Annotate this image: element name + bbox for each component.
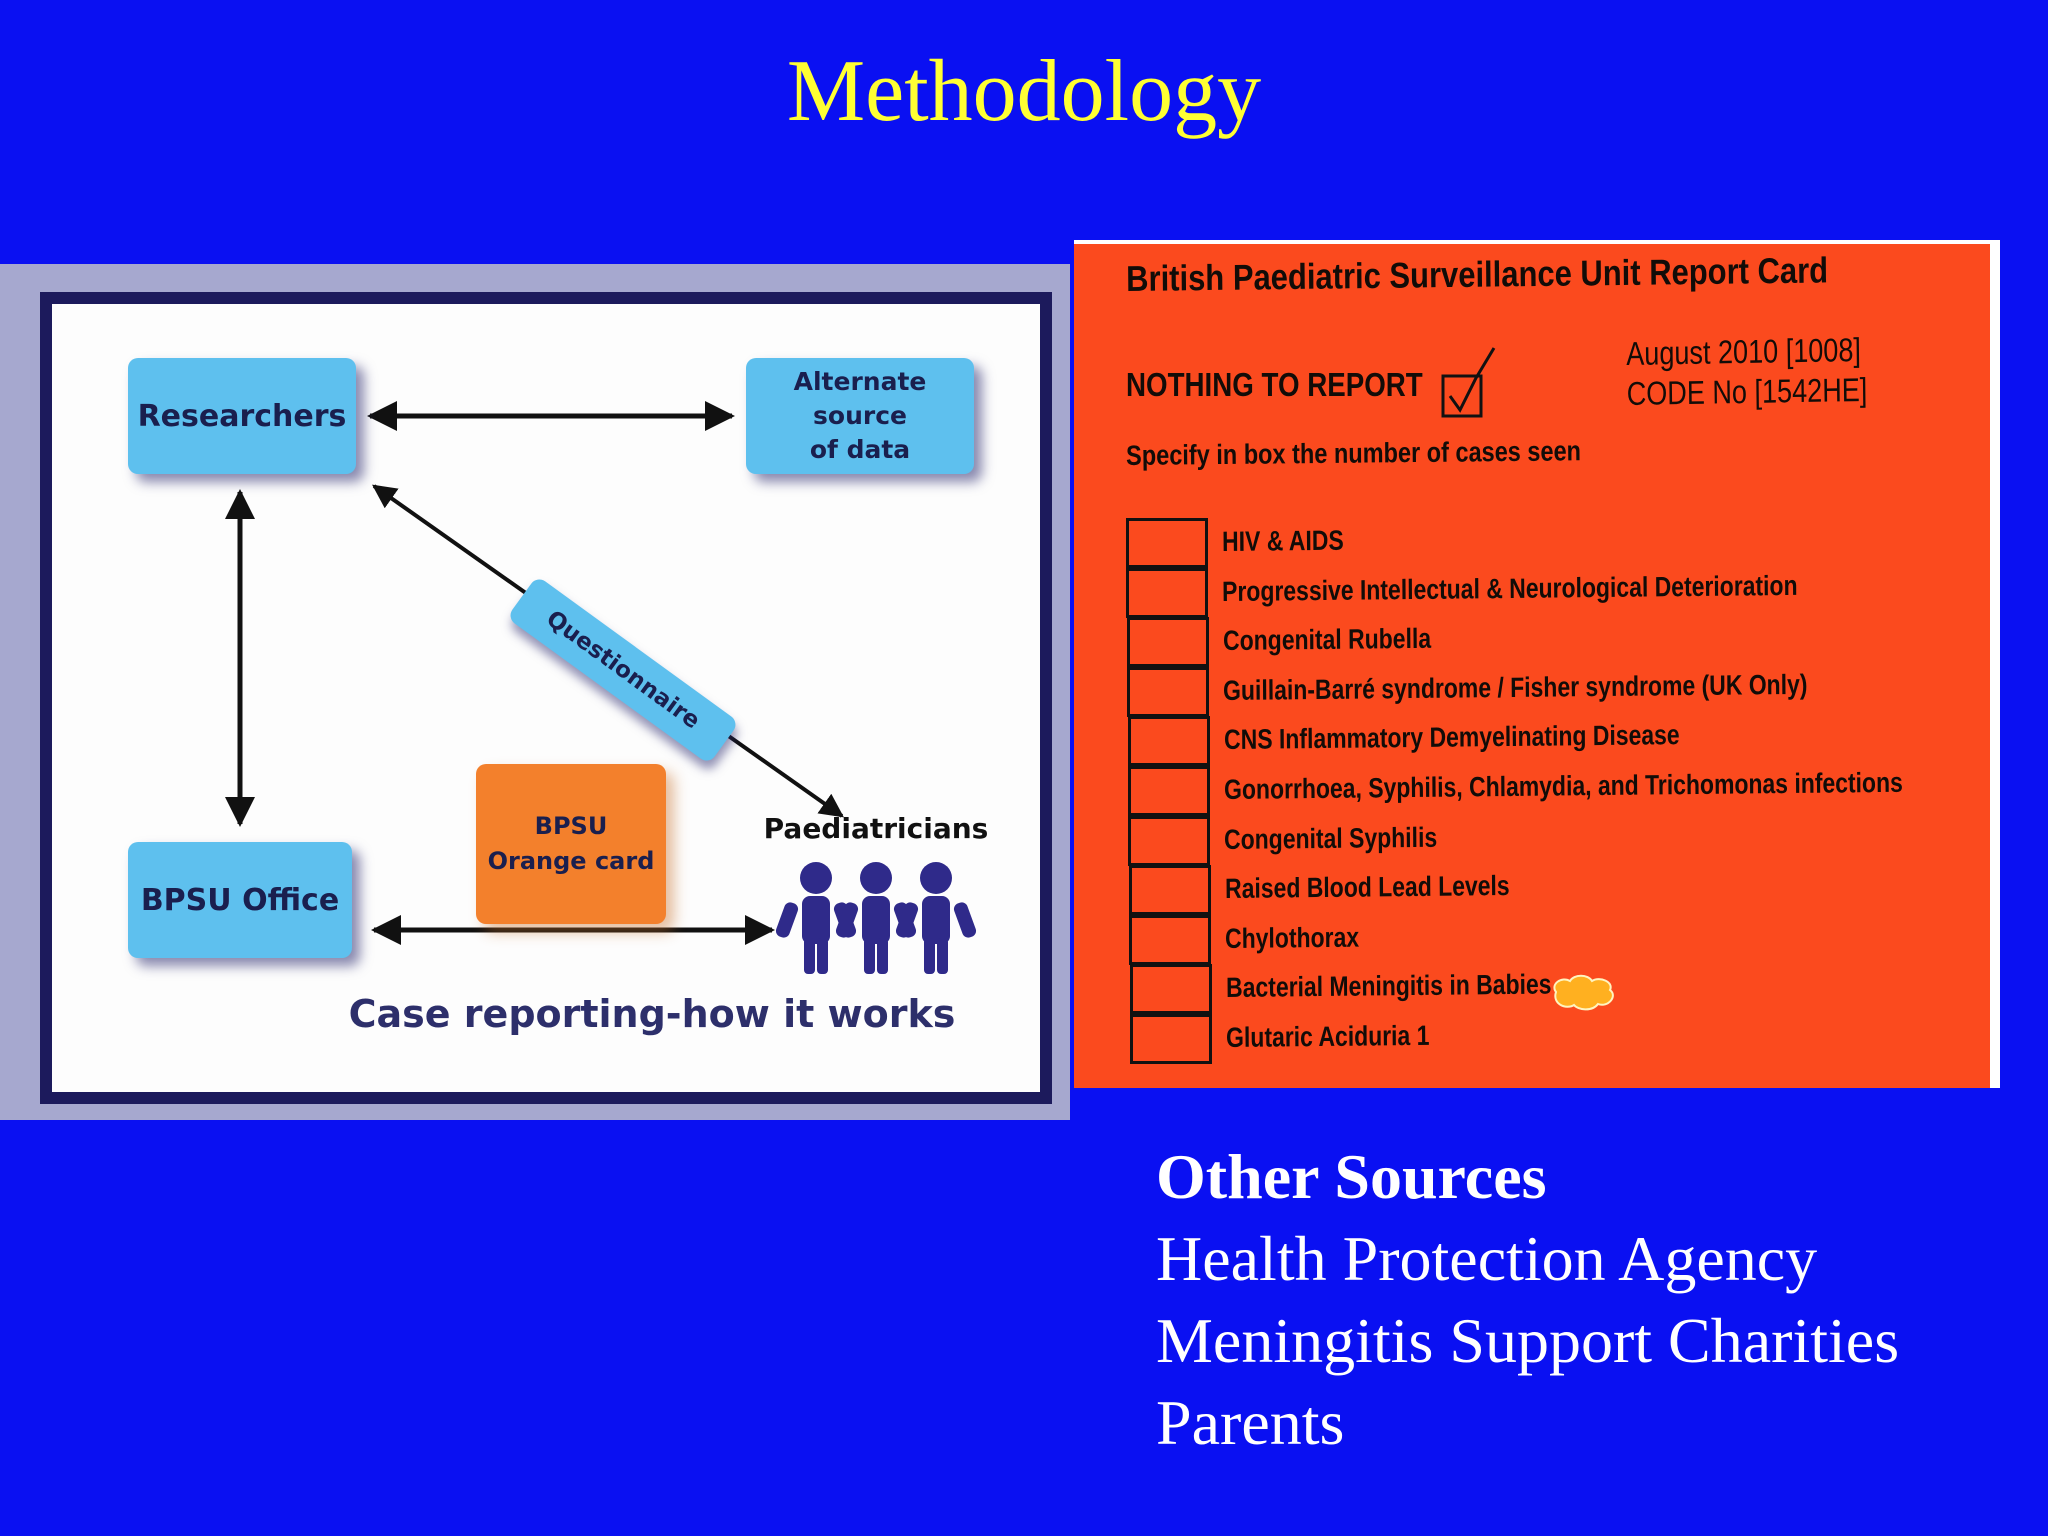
condition-label: CNS Inflammatory Demyelinating Disease: [1223, 719, 1680, 756]
other-source-item: Meningitis Support Charities: [1156, 1305, 1900, 1376]
condition-label: Raised Blood Lead Levels: [1224, 870, 1510, 905]
condition-label: Congenital Syphilis: [1224, 821, 1438, 855]
node-bpsu-office: BPSU Office: [128, 842, 352, 958]
condition-label: Guillain-Barré syndrome / Fisher syndrom…: [1223, 668, 1808, 706]
highlight-cloud-icon: [1553, 974, 1614, 1011]
other-sources-heading: Other Sources: [1156, 1141, 1547, 1212]
node-alternate-source: Alternate source of data: [746, 358, 974, 474]
diagram-frame: Researchers Alternate source of data BPS…: [0, 264, 1070, 1120]
diagram-caption: Case reporting-how it works: [348, 992, 956, 1036]
report-card-title: British Paediatric Surveillance Unit Rep…: [1126, 249, 1829, 299]
other-source-item: Parents: [1156, 1387, 1345, 1458]
condition-label: Chylothorax: [1225, 921, 1360, 954]
nothing-to-report-checkbox: [1441, 347, 1496, 418]
condition-label: Glutaric Aciduria 1: [1226, 1019, 1430, 1053]
alternate-source-line1: Alternate source: [793, 367, 927, 431]
alternate-source-line2: of data: [809, 434, 911, 464]
condition-count-box[interactable]: [1128, 766, 1210, 816]
report-card-date: August 2010 [1008]: [1626, 331, 1862, 372]
diagram-arrows: [225, 401, 977, 974]
node-paediatricians: Paediatricians: [763, 812, 989, 845]
condition-count-box[interactable]: [1126, 518, 1208, 568]
condition-count-box[interactable]: [1129, 914, 1212, 965]
condition-count-box[interactable]: [1126, 617, 1209, 668]
condition-count-box[interactable]: [1129, 964, 1212, 1015]
condition-label: Congenital Rubella: [1222, 622, 1431, 657]
other-sources: Other Sources Health Protection Agency M…: [1156, 1136, 1899, 1464]
condition-count-box[interactable]: [1127, 716, 1210, 767]
condition-count-box[interactable]: [1127, 666, 1210, 717]
nothing-to-report-label: NOTHING TO REPORT: [1126, 366, 1423, 403]
condition-label: HIV & AIDS: [1222, 524, 1344, 557]
condition-label: Bacterial Meningitis in Babies: [1225, 968, 1552, 1004]
condition-count-box[interactable]: [1126, 567, 1209, 618]
node-bpsu-orange-card: BPSU Orange card: [476, 764, 666, 924]
case-reporting-diagram: Researchers Alternate source of data BPS…: [40, 292, 1052, 1104]
condition-count-box[interactable]: [1130, 1014, 1212, 1064]
report-card-instruction: Specify in box the number of cases seen: [1126, 435, 1582, 471]
condition-count-box[interactable]: [1128, 815, 1211, 866]
orange-card-line2: Orange card: [487, 847, 655, 875]
condition-count-box[interactable]: [1128, 865, 1211, 916]
report-card-code: CODE No [1542HE]: [1626, 370, 1868, 412]
slide-title: Methodology: [786, 43, 1262, 140]
bpsu-report-card: British Paediatric Surveillance Unit Rep…: [1074, 240, 2000, 1088]
orange-card-line1: BPSU: [534, 812, 608, 841]
condition-label: Gonorrhoea, Syphilis, Chlamydia, and Tri…: [1224, 766, 1903, 805]
paediatricians-people-icon: [775, 862, 977, 974]
other-source-item: Health Protection Agency: [1156, 1223, 1818, 1294]
report-card-date-code: August 2010 [1008] CODE No [1542HE]: [1626, 330, 1868, 413]
condition-label: Progressive Intellectual & Neurological …: [1222, 569, 1799, 607]
checkmark-icon: [1448, 347, 1496, 413]
node-researchers: Researchers: [128, 358, 356, 474]
